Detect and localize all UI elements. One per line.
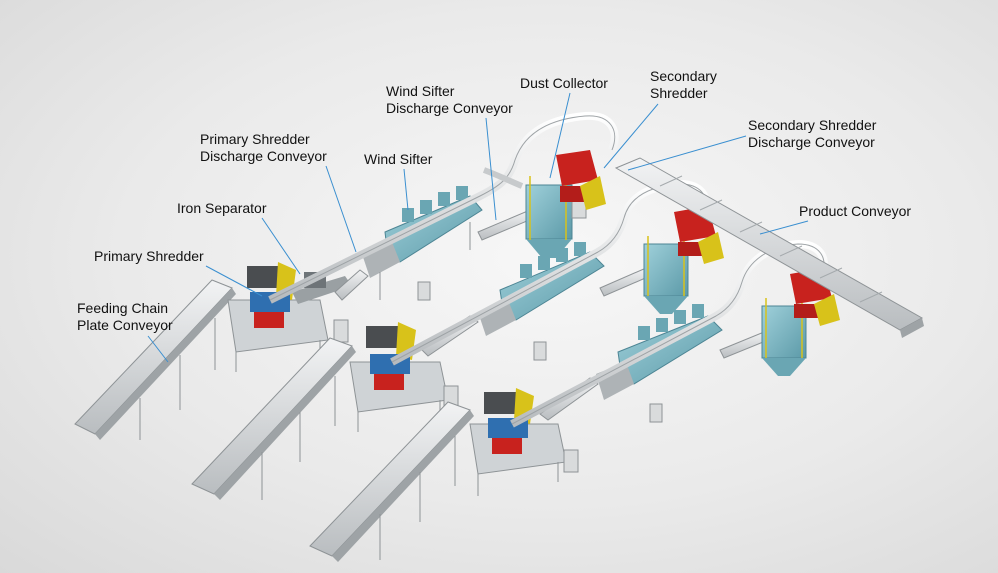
secondary-shredder-1 xyxy=(556,150,606,210)
leader-iron xyxy=(261,217,301,275)
label-secondary-shredder-discharge-conveyor: Secondary Shredder Discharge Conveyor xyxy=(748,117,876,151)
feeding-conveyor-2 xyxy=(191,337,356,500)
label-line: Discharge Conveyor xyxy=(386,100,513,116)
label-line: Product Conveyor xyxy=(799,203,912,219)
line-2 xyxy=(191,179,724,500)
label-secondary-shredder: Secondary Shredder xyxy=(650,68,717,102)
leader-wsd xyxy=(485,117,497,221)
dust-collector-2 xyxy=(643,236,689,314)
leader-psd xyxy=(325,165,357,253)
label-primary-shredder-discharge-conveyor: Primary Shredder Discharge Conveyor xyxy=(200,131,327,165)
dust-collector-1 xyxy=(525,176,587,258)
label-feeding-chain-plate-conveyor: Feeding Chain Plate Conveyor xyxy=(77,300,173,334)
wind-sifter-discharge-conveyor-2 xyxy=(599,267,651,297)
leader-feeding xyxy=(147,335,169,363)
label-wind-sifter: Wind Sifter xyxy=(364,151,432,168)
label-dust-collector: Dust Collector xyxy=(520,75,608,92)
label-line: Discharge Conveyor xyxy=(748,134,875,150)
label-wind-sifter-discharge-conveyor: Wind Sifter Discharge Conveyor xyxy=(386,83,513,117)
label-line: Dust Collector xyxy=(520,75,608,91)
line-3 xyxy=(309,239,840,562)
leader-lines xyxy=(147,92,809,363)
label-iron-separator: Iron Separator xyxy=(177,200,267,217)
leader-ssd xyxy=(627,135,747,171)
label-line: Primary Shredder xyxy=(94,248,204,264)
label-line: Secondary Shredder xyxy=(748,117,877,133)
label-line: Feeding Chain xyxy=(77,300,169,316)
label-primary-shredder: Primary Shredder xyxy=(94,248,204,265)
duct-line-1 xyxy=(268,111,619,304)
leader-primary-shredder xyxy=(205,265,263,297)
feeding-conveyor-3 xyxy=(309,401,474,562)
wind-sifter-1 xyxy=(362,186,483,301)
product-conveyor xyxy=(614,157,924,338)
label-product-conveyor: Product Conveyor xyxy=(799,203,911,220)
label-line: Discharge Conveyor xyxy=(200,148,327,164)
label-line: Wind Sifter xyxy=(364,151,433,167)
duct-line-2 xyxy=(390,179,710,366)
duct-line-3 xyxy=(510,239,828,428)
line-1 xyxy=(74,111,619,440)
primary-shredder-2 xyxy=(349,322,449,432)
label-line: Wind Sifter xyxy=(386,83,455,99)
leader-dust xyxy=(549,92,571,179)
label-line: Secondary xyxy=(650,68,717,84)
label-line: Plate Conveyor xyxy=(77,317,173,333)
label-line: Primary Shredder xyxy=(200,131,310,147)
leader-secondary xyxy=(603,103,659,169)
leader-wind xyxy=(403,168,409,211)
feeding-conveyor-1 xyxy=(74,279,236,440)
leader-product xyxy=(759,220,809,235)
discharge-conveyor-1 xyxy=(333,269,369,343)
label-line: Shredder xyxy=(650,85,708,101)
label-line: Iron Separator xyxy=(177,200,267,216)
wind-sifter-discharge-conveyor-3 xyxy=(719,331,769,359)
